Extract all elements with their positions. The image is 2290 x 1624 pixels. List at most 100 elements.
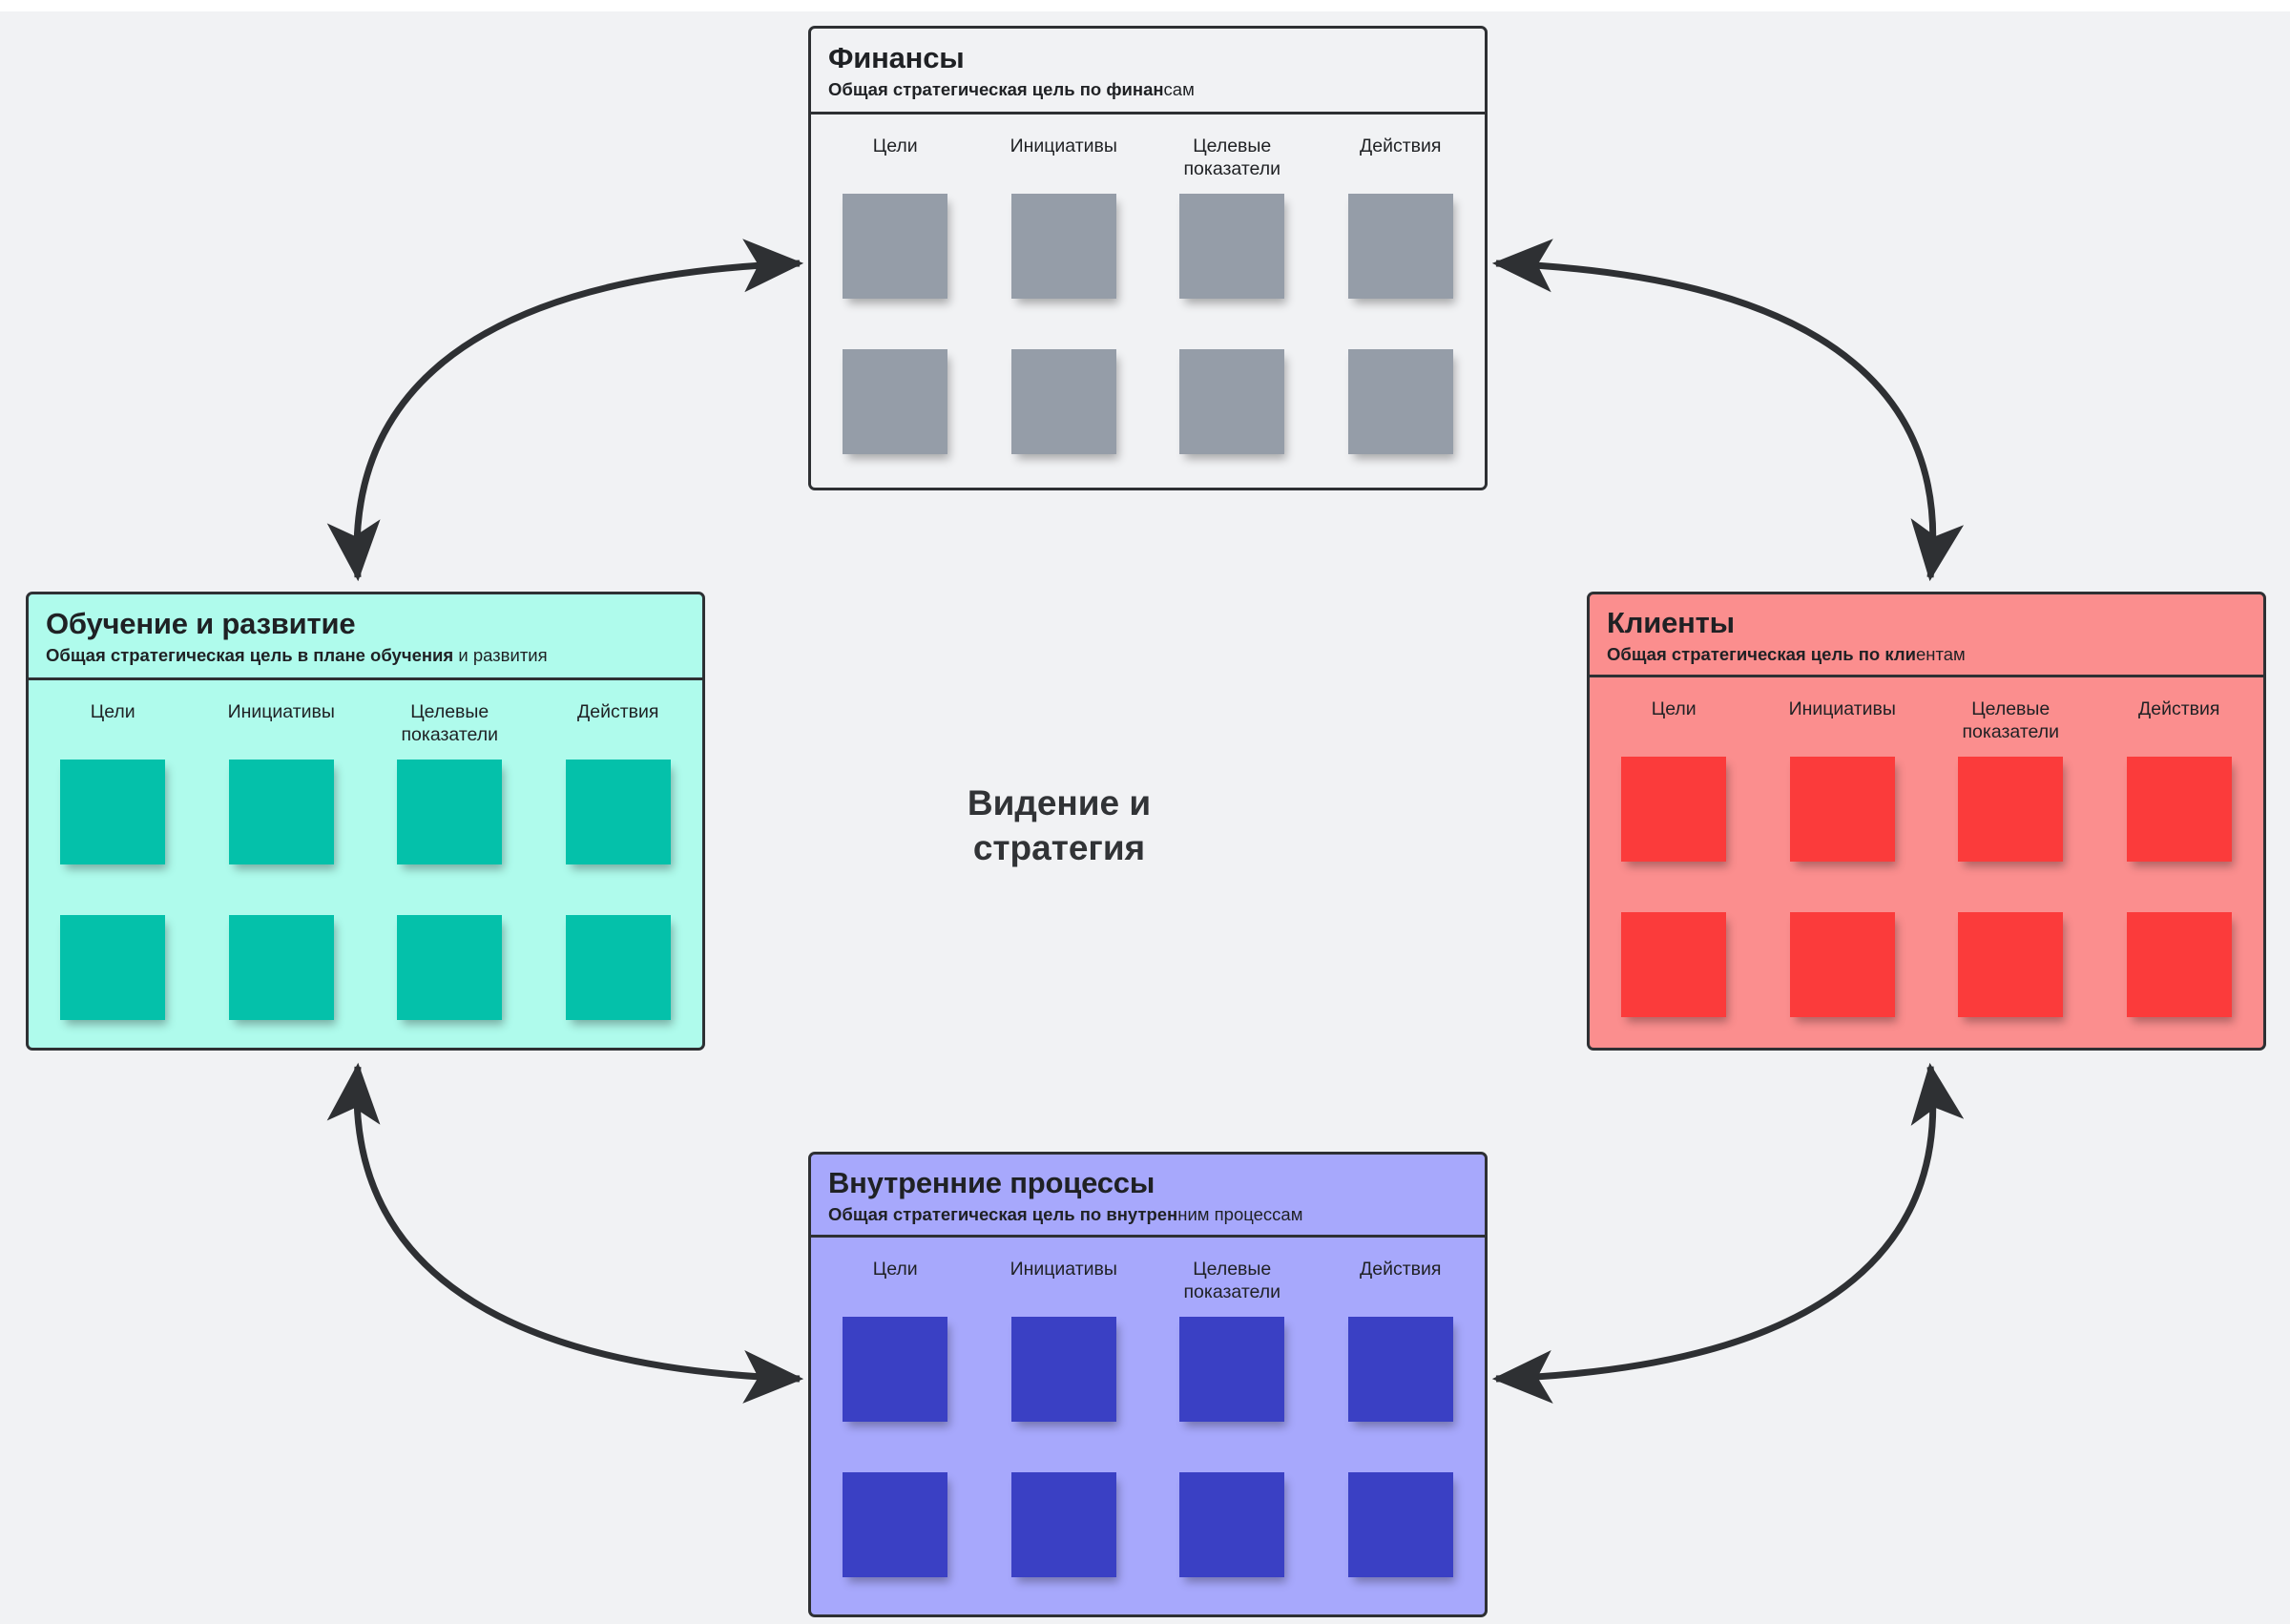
panel-finance-header: Финансы Общая стратегическая цель по фин…: [811, 29, 1485, 115]
panel-learning-subtitle-bold: Общая стратегическая цель в плане обучен…: [46, 644, 454, 665]
card-cell: [2095, 912, 2264, 1018]
column-label-targets-line2: показатели: [1183, 157, 1281, 179]
panel-learning-title: Обучение и развитие: [46, 607, 356, 640]
card-cell: [1590, 757, 1759, 863]
column-label-goals: Цели: [872, 135, 918, 156]
panel-finance-title: Финансы: [828, 41, 965, 74]
panel-internal-processes[interactable]: Внутренние процессы Общая стратегическая…: [808, 1152, 1488, 1617]
panel-learning-column-labels: Цели Инициативы Целевые показатели Дейст…: [29, 680, 702, 747]
sticky-card[interactable]: [60, 760, 166, 865]
sticky-card[interactable]: [1958, 757, 2064, 863]
sticky-card[interactable]: [2126, 757, 2232, 863]
card-cell: [1926, 757, 2095, 863]
column-label-actions: Действия: [2138, 697, 2220, 719]
arrow-clients-internal: [1491, 1062, 1965, 1404]
card-cell: [811, 194, 980, 300]
card-cell: [1317, 349, 1486, 455]
panel-finance[interactable]: Финансы Общая стратегическая цель по фин…: [808, 26, 1488, 490]
top-white-strip: [0, 0, 2290, 11]
column-label-targets-line1: Целевые: [1971, 697, 2051, 719]
sticky-card[interactable]: [1789, 757, 1895, 863]
sticky-card[interactable]: [1347, 194, 1453, 300]
card-cell: [1759, 912, 1927, 1018]
panel-finance-column-labels: Цели Инициативы Целевые показатели Дейст…: [811, 115, 1485, 181]
sticky-card[interactable]: [565, 915, 671, 1021]
column-label-goals: Цели: [1651, 697, 1697, 719]
card-cell: [980, 194, 1149, 300]
sticky-card[interactable]: [228, 760, 334, 865]
sticky-card[interactable]: [843, 194, 948, 300]
panel-internal-header: Внутренние процессы Общая стратегическая…: [811, 1155, 1485, 1238]
card-cell: [1317, 1317, 1486, 1423]
sticky-card[interactable]: [60, 915, 166, 1021]
card-cell: [2095, 757, 2264, 863]
card-cell: [1148, 1472, 1317, 1578]
card-cell: [534, 760, 703, 865]
sticky-card[interactable]: [2126, 912, 2232, 1018]
sticky-card[interactable]: [1621, 757, 1727, 863]
panel-clients-column-labels: Цели Инициативы Целевые показатели Дейст…: [1590, 677, 2263, 744]
sticky-card[interactable]: [1010, 194, 1116, 300]
sticky-card[interactable]: [843, 1317, 948, 1423]
card-cell: [1148, 349, 1317, 455]
column-label-targets: Целевые показатели: [1926, 698, 2095, 744]
column-label-targets-line1: Целевые: [1193, 135, 1272, 156]
sticky-card[interactable]: [1621, 912, 1727, 1018]
sticky-card[interactable]: [1179, 1317, 1285, 1423]
card-cell: [1317, 1472, 1486, 1578]
panel-clients[interactable]: Клиенты Общая стратегическая цель по кли…: [1587, 592, 2266, 1051]
sticky-card[interactable]: [1347, 1317, 1453, 1423]
card-cell: [1148, 1317, 1317, 1423]
column-label-targets: Целевые показатели: [365, 701, 534, 747]
sticky-card[interactable]: [565, 760, 671, 865]
card-row: [811, 1472, 1486, 1578]
sticky-card[interactable]: [1347, 1472, 1453, 1578]
card-cell: [980, 1317, 1149, 1423]
sticky-card[interactable]: [1958, 912, 2064, 1018]
card-cell: [811, 349, 980, 455]
panel-internal-subtitle-bold: Общая стратегическая цель по внутрен: [828, 1203, 1178, 1224]
panel-learning-subtitle: Общая стратегическая цель в плане обучен…: [46, 644, 685, 666]
sticky-card[interactable]: [1010, 349, 1116, 455]
column-label-goals: Цели: [90, 700, 135, 722]
column-label-targets-line1: Целевые: [410, 700, 489, 722]
sticky-card[interactable]: [843, 349, 948, 455]
sticky-card[interactable]: [1347, 349, 1453, 455]
panel-internal-subtitle-plain: ним процессам: [1177, 1203, 1303, 1224]
sticky-card[interactable]: [1789, 912, 1895, 1018]
panel-learning-subtitle-plain: и развития: [453, 644, 548, 665]
card-cell: [811, 1317, 980, 1423]
sticky-card[interactable]: [1179, 1472, 1285, 1578]
sticky-card[interactable]: [1179, 194, 1285, 300]
card-cell: [811, 1472, 980, 1578]
panel-finance-card-grid: [811, 180, 1486, 455]
sticky-card[interactable]: [1010, 1317, 1116, 1423]
arrow-finance-clients: [1491, 239, 1965, 582]
column-label-initiatives: Инициативы: [1010, 1258, 1117, 1280]
column-label-initiatives: Инициативы: [1010, 135, 1117, 156]
panel-clients-subtitle-plain: ентам: [1915, 643, 1966, 664]
sticky-card[interactable]: [397, 915, 503, 1021]
panel-learning-and-growth[interactable]: Обучение и развитие Общая стратегическая…: [26, 592, 705, 1051]
sticky-card[interactable]: [397, 760, 503, 865]
panel-learning-card-grid: [29, 746, 703, 1021]
card-cell: [980, 349, 1149, 455]
panel-clients-title: Клиенты: [1607, 606, 1735, 639]
card-cell: [365, 760, 534, 865]
sticky-card[interactable]: [228, 915, 334, 1021]
card-cell: [29, 915, 198, 1021]
column-label-initiatives: Инициативы: [227, 700, 335, 722]
card-row: [1590, 757, 2264, 863]
sticky-card[interactable]: [843, 1472, 948, 1578]
sticky-card[interactable]: [1010, 1472, 1116, 1578]
card-row: [811, 1317, 1486, 1423]
card-cell: [1926, 912, 2095, 1018]
panel-internal-column-labels: Цели Инициативы Целевые показатели Дейст…: [811, 1238, 1485, 1304]
card-row: [811, 349, 1486, 455]
sticky-card[interactable]: [1179, 349, 1285, 455]
card-cell: [534, 915, 703, 1021]
card-row: [29, 760, 703, 865]
column-label-targets-line1: Целевые: [1193, 1258, 1272, 1280]
column-label-actions: Действия: [1360, 1258, 1442, 1280]
column-label-targets-line2: показатели: [401, 723, 499, 745]
